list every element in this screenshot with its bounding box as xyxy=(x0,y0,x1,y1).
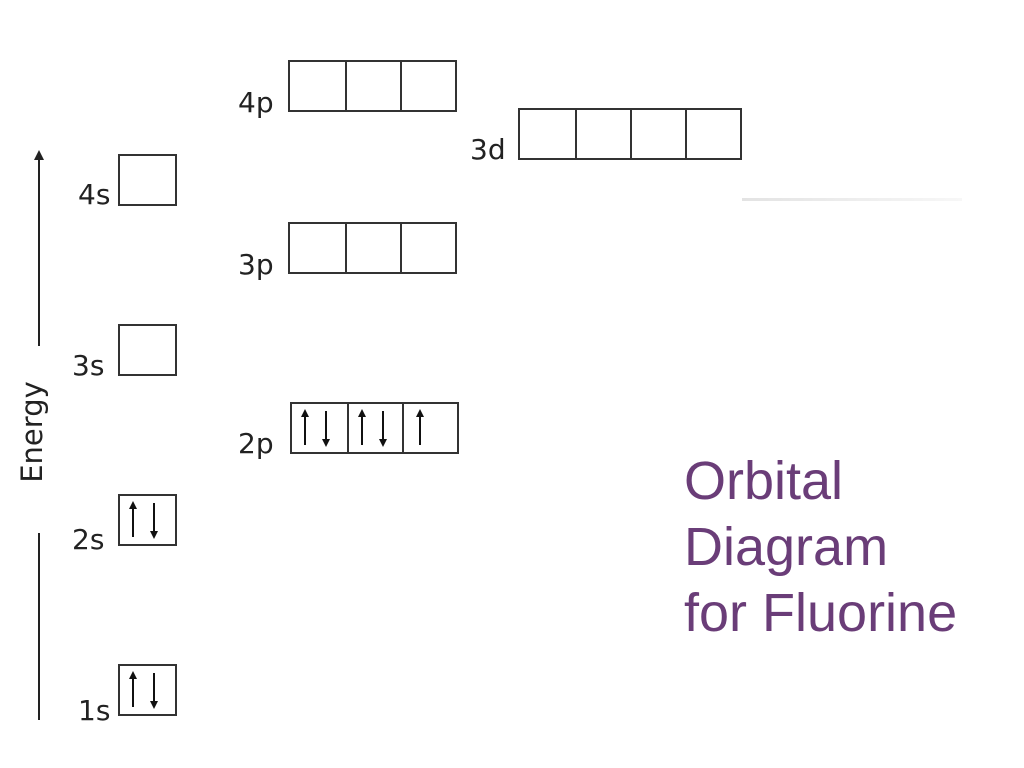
spin-down-arrow-icon xyxy=(322,411,329,447)
spin-up-arrow-icon xyxy=(129,671,136,707)
orbital-box xyxy=(400,224,455,272)
orbital-box xyxy=(290,62,345,110)
orbital-box xyxy=(630,110,685,158)
title-line-2: Diagram xyxy=(684,517,889,577)
spin-up-arrow-icon xyxy=(416,409,423,445)
orbital-box xyxy=(400,62,455,110)
orbital-4p xyxy=(288,60,457,112)
orbital-2p xyxy=(290,402,459,454)
orbital-box xyxy=(345,62,400,110)
orbital-4s xyxy=(118,154,177,206)
orbital-box xyxy=(120,326,175,374)
faint-divider xyxy=(742,198,962,201)
orbital-label-4p: 4p xyxy=(238,86,274,119)
spin-down-arrow-icon xyxy=(379,411,386,447)
orbital-box xyxy=(345,224,400,272)
orbital-box xyxy=(575,110,630,158)
energy-axis-label: Energy xyxy=(15,381,49,483)
spin-down-arrow-icon xyxy=(150,503,157,539)
diagram-title: Orbital Diagram for Fluorine xyxy=(684,448,957,646)
orbital-label-4s: 4s xyxy=(78,178,111,211)
orbital-box xyxy=(120,666,175,714)
orbital-box xyxy=(292,404,347,452)
title-line-3: for Fluorine xyxy=(684,583,958,643)
orbital-label-1s: 1s xyxy=(78,694,111,727)
title-line-1: Orbital xyxy=(684,451,844,511)
orbital-box xyxy=(685,110,740,158)
orbital-label-3s: 3s xyxy=(72,349,105,382)
energy-axis-arrow xyxy=(34,150,43,346)
orbital-3p xyxy=(288,222,457,274)
orbital-box xyxy=(347,404,402,452)
orbital-label-3p: 3p xyxy=(238,248,274,281)
orbital-box xyxy=(290,224,345,272)
spin-up-arrow-icon xyxy=(358,409,365,445)
spin-down-arrow-icon xyxy=(150,673,157,709)
spin-up-arrow-icon xyxy=(129,501,136,537)
orbital-label-2p: 2p xyxy=(238,427,274,460)
orbital-box xyxy=(120,156,175,204)
spin-up-arrow-icon xyxy=(301,409,308,445)
energy-axis-line xyxy=(38,533,40,720)
orbital-box xyxy=(402,404,457,452)
orbital-1s xyxy=(118,664,177,716)
orbital-3d xyxy=(518,108,742,160)
orbital-label-2s: 2s xyxy=(72,523,105,556)
orbital-box xyxy=(520,110,575,158)
orbital-box xyxy=(120,496,175,544)
orbital-label-3d: 3d xyxy=(470,133,506,166)
orbital-3s xyxy=(118,324,177,376)
orbital-2s xyxy=(118,494,177,546)
